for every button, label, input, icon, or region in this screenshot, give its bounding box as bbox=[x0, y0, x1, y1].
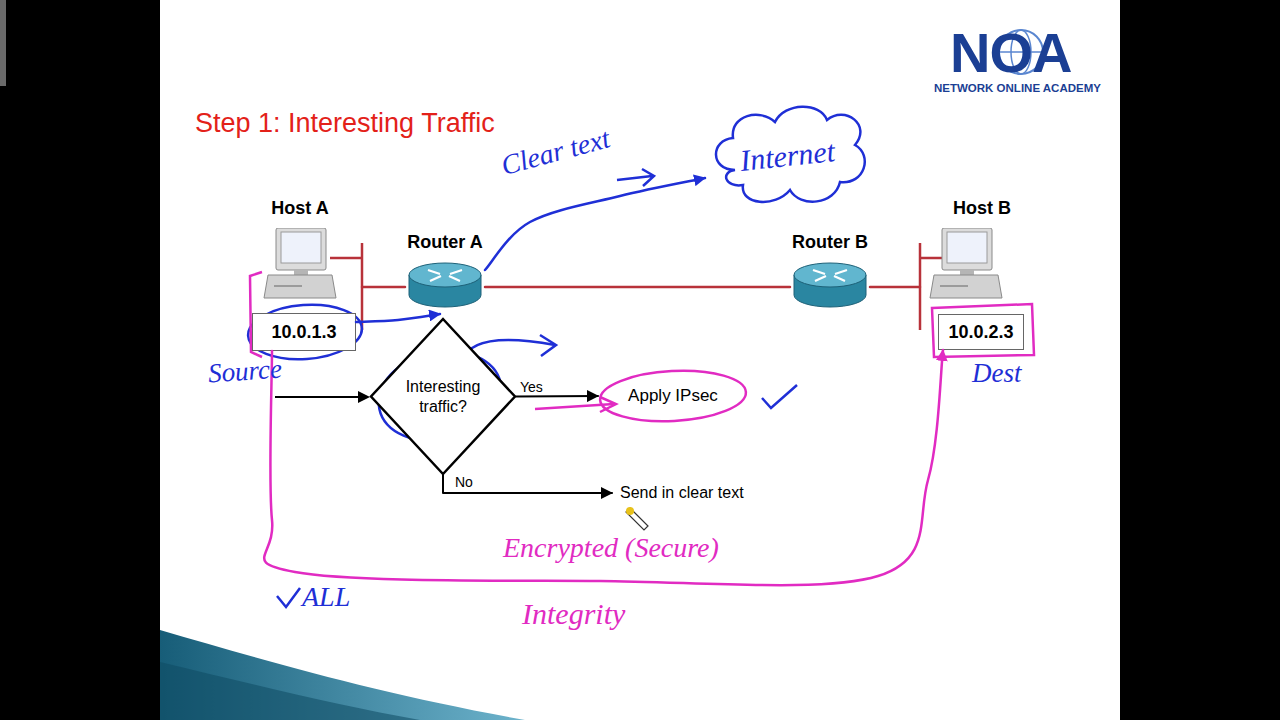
action-text: Send in clear text bbox=[612, 480, 784, 506]
ip-address-box: 10.0.1.3 bbox=[252, 313, 356, 351]
router-symbol bbox=[408, 262, 482, 312]
pen-cursor-tip bbox=[626, 507, 634, 515]
decision-diamond: Interesting traffic? bbox=[370, 318, 516, 475]
node-label: 10.0.2.3 bbox=[948, 322, 1013, 343]
pen-cursor bbox=[626, 508, 648, 530]
node-text-area: Interesting traffic? bbox=[370, 318, 516, 475]
host-computer: Host A bbox=[250, 198, 362, 302]
node-text-area: Apply IPsec bbox=[598, 369, 748, 423]
annotation-text: Integrity bbox=[522, 597, 625, 631]
annotation-connector bbox=[264, 350, 943, 585]
monitor-neck bbox=[294, 270, 308, 275]
lan-stub bbox=[330, 257, 362, 260]
logo-text: NOA bbox=[950, 20, 1071, 85]
node-label: 10.0.1.3 bbox=[271, 322, 336, 343]
lan-link bbox=[870, 286, 920, 289]
annotation-text: Dest bbox=[972, 358, 1022, 389]
device-label: Host B bbox=[937, 198, 1027, 219]
slide-title: Step 1: Interesting Traffic bbox=[195, 108, 495, 139]
node-label: Send in clear text bbox=[612, 484, 744, 502]
check-mark bbox=[762, 385, 797, 408]
annotation-text: Encrypted (Secure) bbox=[503, 532, 719, 564]
annotation-connector bbox=[485, 178, 705, 270]
router-symbol bbox=[793, 262, 867, 312]
router-arrows bbox=[428, 270, 462, 281]
action-oval: Apply IPsec bbox=[598, 369, 748, 423]
lan-terminator bbox=[361, 243, 364, 330]
drive-slot bbox=[274, 285, 302, 287]
computer-icon bbox=[928, 228, 1003, 300]
corner-swoosh bbox=[160, 630, 525, 720]
host-computer: Host B bbox=[920, 198, 1020, 302]
device-label: Host A bbox=[255, 198, 345, 219]
computer-icon bbox=[262, 228, 337, 300]
router-top bbox=[794, 263, 866, 287]
node-text-area: Send in clear text bbox=[612, 480, 784, 506]
router-icon: Router B bbox=[790, 232, 870, 314]
monitor-screen bbox=[947, 232, 987, 263]
annotation-arrow-head bbox=[540, 335, 556, 356]
device-label: Router B bbox=[780, 232, 880, 253]
lan-link bbox=[362, 286, 405, 289]
logo-subtitle: NETWORK ONLINE ACADEMY bbox=[934, 82, 1101, 94]
flow-arrow-line bbox=[275, 396, 360, 398]
internet-cloud: Internet bbox=[705, 100, 870, 212]
node-text-area: 10.0.2.3 bbox=[939, 315, 1023, 349]
annotation-arrow bbox=[617, 169, 654, 186]
ip-address-box: 10.0.2.3 bbox=[938, 314, 1024, 350]
wan-link bbox=[485, 286, 790, 289]
computer-base bbox=[264, 275, 336, 298]
monitor bbox=[942, 228, 992, 270]
node-text-area: Internet bbox=[705, 100, 870, 212]
computer-base bbox=[930, 275, 1002, 298]
monitor-screen bbox=[281, 232, 321, 263]
flow-arrow bbox=[443, 475, 612, 493]
drive-slot bbox=[940, 285, 968, 287]
corner-swoosh-shade bbox=[160, 662, 420, 720]
lan-terminator bbox=[919, 243, 922, 330]
monitor-neck bbox=[960, 270, 974, 275]
router-icon: Router A bbox=[405, 232, 485, 314]
cloud-shape bbox=[716, 107, 865, 202]
oval-shape bbox=[599, 367, 747, 425]
node-label: Internet bbox=[738, 134, 836, 178]
annotation-text: ALL bbox=[302, 581, 350, 613]
branch-label: Yes bbox=[520, 379, 543, 395]
diamond-outline bbox=[370, 318, 516, 475]
device-label: Router A bbox=[395, 232, 495, 253]
check-mark bbox=[277, 588, 300, 607]
white-slide bbox=[160, 0, 1120, 720]
branch-label: No bbox=[455, 474, 473, 490]
node-label: Apply IPsec bbox=[628, 386, 718, 406]
router-arrows bbox=[813, 270, 847, 281]
diamond-shape bbox=[371, 319, 515, 474]
annotation-connector bbox=[356, 314, 440, 322]
annotation-box bbox=[932, 304, 1034, 357]
monitor bbox=[276, 228, 326, 270]
node-label: Interesting traffic? bbox=[395, 377, 491, 417]
flow-arrow-head bbox=[358, 391, 370, 403]
node-text-area: 10.0.1.3 bbox=[253, 314, 355, 350]
annotation-text: Source bbox=[207, 353, 283, 389]
router-top bbox=[409, 263, 481, 287]
side-strip bbox=[0, 0, 6, 86]
flow-arrow bbox=[516, 395, 598, 398]
